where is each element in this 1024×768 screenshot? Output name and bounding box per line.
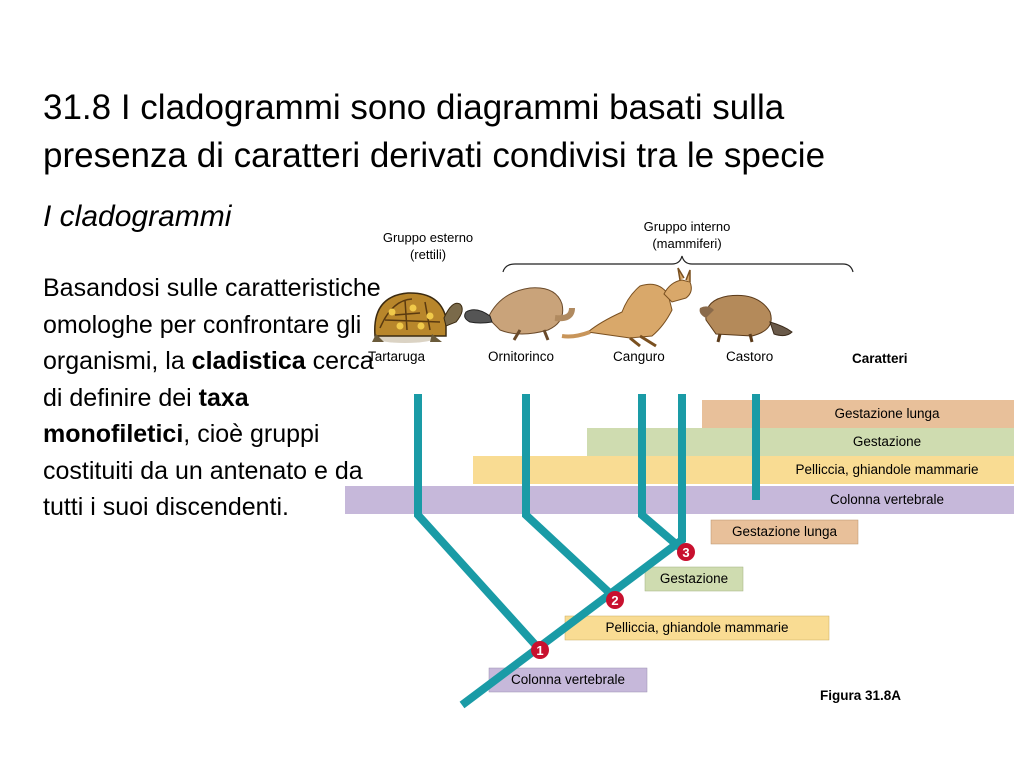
node-marker-2 <box>606 591 624 609</box>
body-text-3: , cioè gruppi costituiti da un antenato … <box>43 420 363 521</box>
body-text-1: Basandosi sulle caratteristiche omologhe… <box>43 274 381 375</box>
node-number-2: 2 <box>611 593 618 608</box>
ingroup-brace <box>502 255 854 273</box>
slide-title: 31.8 I cladogrammi sono diagrammi basati… <box>43 84 1003 180</box>
node-label-pelliccia: Pelliccia, ghiandole mammarie <box>605 620 789 635</box>
figure-caption: Figura 31.8A <box>820 688 902 703</box>
slide-subtitle: I cladogrammi <box>43 200 232 233</box>
title-line-2: presenza di caratteri derivati condivisi… <box>43 136 826 175</box>
node-number-3: 3 <box>682 545 689 560</box>
band-rect-pelliccia <box>473 456 1014 484</box>
title-line-1: 31.8 I cladogrammi sono diagrammi basati… <box>43 88 785 127</box>
node-label-colonna: Colonna vertebrale <box>510 672 626 687</box>
node-box-colonna <box>488 667 648 693</box>
band-label-gestazione-lunga: Gestazione lunga <box>834 406 940 421</box>
outgroup-label: Gruppo esterno (rettili) <box>358 229 498 263</box>
node-label-gestazione: Gestazione <box>659 571 729 586</box>
outgroup-label-line-1: Gruppo esterno <box>382 230 474 245</box>
turtle-icon <box>372 292 463 343</box>
node-marker-1 <box>531 641 549 659</box>
ingroup-label-line-1: Gruppo interno <box>643 219 731 234</box>
node-box-pelliccia <box>564 615 830 641</box>
term-cladistica: cladistica <box>191 347 306 375</box>
band-label-colonna: Colonna vertebrale <box>829 492 945 507</box>
ingroup-label-line-2: (mammiferi) <box>652 236 722 251</box>
outgroup-label-line-2: (rettili) <box>409 247 447 262</box>
node-label-gestazione-lunga: Gestazione lunga <box>731 524 838 539</box>
band-rect-gestazione <box>587 428 1014 456</box>
node-box-gestazione <box>644 566 744 592</box>
term-taxa-monofiletici: taxa monofiletici <box>43 383 249 449</box>
species-tartaruga: Tartaruga <box>368 349 426 364</box>
beaver-icon <box>699 294 793 343</box>
species-castoro: Castoro <box>726 349 774 364</box>
kangaroo-icon <box>561 267 692 348</box>
body-paragraph: Basandosi sulle caratteristiche omologhe… <box>43 270 383 526</box>
characters-title: Caratteri <box>852 351 908 366</box>
branch-tartaruga <box>414 394 543 653</box>
species-ornitorinco: Ornitorinco <box>488 349 555 364</box>
band-label-pelliccia: Pelliccia, ghiandole mammarie <box>795 462 979 477</box>
node-marker-3 <box>677 543 695 561</box>
branch-canguro <box>638 394 687 555</box>
node-number-1: 1 <box>536 643 543 658</box>
band-label-gestazione: Gestazione <box>852 434 922 449</box>
node-box-gestazione-lunga <box>710 519 859 545</box>
ingroup-label: Gruppo interno (mammiferi) <box>612 218 762 252</box>
platypus-icon <box>464 287 575 341</box>
body-text-2: cerca di definire dei <box>43 347 374 412</box>
branch-ornitorinco <box>522 394 618 601</box>
species-canguro: Canguro <box>613 349 665 364</box>
